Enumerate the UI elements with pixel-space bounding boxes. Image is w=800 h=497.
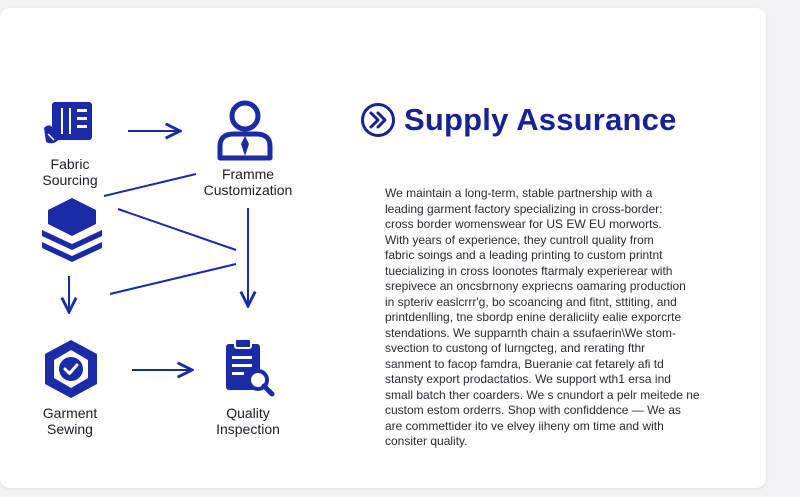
description-paragraph: We maintain a long-term, stable partners… [385,186,700,448]
section-heading: Supply Assurance [360,100,677,140]
fabric-roll-icon [44,102,92,144]
content-card [0,8,766,488]
process-diagram [0,0,360,497]
connector-stack-to-right [117,208,237,251]
clipboard-search-icon [226,338,275,397]
fabric-sourcing-label: Fabric Sourcing [42,156,98,188]
double-chevron-right-circle-icon [361,103,395,137]
hexagon-check-icon [45,340,97,398]
connector-lower-to-right [109,263,237,295]
layer-stack-icon [42,198,102,262]
connector-stack-to-frame [103,173,197,197]
quality-inspection-label: Quality Inspection [216,405,280,437]
garment-sewing-label: Garment Sewing [42,405,98,437]
frame-customization-label: Framme Customization [203,166,293,198]
page-title: Supply Assurance [404,102,677,137]
person-icon [217,100,273,161]
